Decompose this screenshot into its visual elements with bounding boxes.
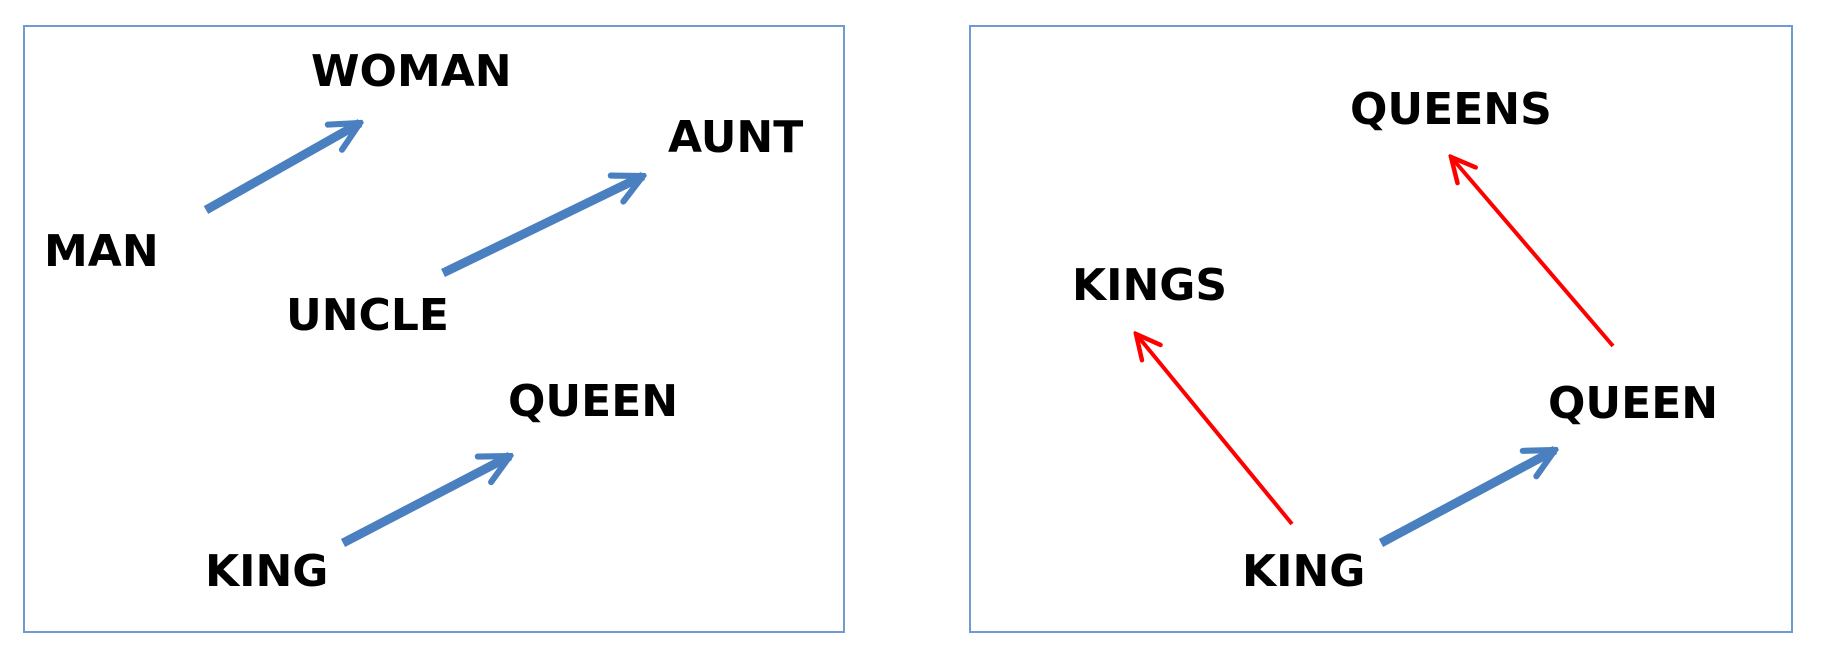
left-panel-frame: [23, 25, 845, 633]
right-panel-frame: [969, 25, 1793, 633]
arrow-man-to-woman: [203, 119, 360, 214]
label-queen-right: QUEEN: [1548, 378, 1718, 429]
label-king: KING: [205, 546, 328, 597]
label-aunt: AUNT: [668, 112, 803, 163]
label-woman: WOMAN: [311, 46, 512, 97]
label-uncle: UNCLE: [286, 290, 449, 341]
label-queen: QUEEN: [508, 376, 678, 427]
label-kings: KINGS: [1072, 260, 1227, 311]
label-king-right: KING: [1242, 546, 1365, 597]
left-panel: WOMAN AUNT MAN UNCLE QUEEN KING: [23, 25, 845, 633]
label-queens: QUEENS: [1350, 84, 1552, 135]
arrow-king-to-queen: [340, 452, 510, 547]
arrow-king-to-queen: [1378, 446, 1555, 547]
arrow-uncle-to-aunt: [441, 171, 643, 278]
label-man: MAN: [44, 226, 159, 277]
arrow-king-to-kings: [1136, 334, 1294, 526]
arrow-queen-to-queens: [1451, 157, 1615, 348]
right-panel: QUEENS KINGS QUEEN KING: [969, 25, 1793, 633]
